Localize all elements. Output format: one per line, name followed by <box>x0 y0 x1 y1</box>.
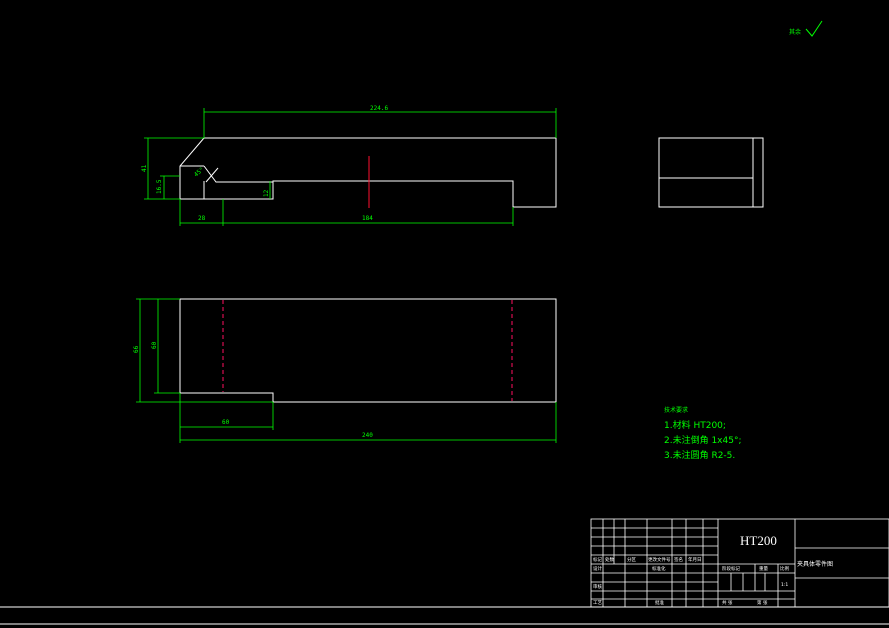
surface-roughness-note: 其余 <box>789 20 823 37</box>
tb-approve-label: 批准 <box>655 599 664 606</box>
tb-process-label: 工艺 <box>593 600 602 606</box>
dim-plan-step-len-label: 60 <box>222 419 230 426</box>
tech-req-item-3: 3.未注圆角 R2-5. <box>664 449 735 461</box>
tb-std-label: 标准化 <box>652 565 666 572</box>
roughness-label: 其余 <box>789 28 801 36</box>
tech-req-item-1: 1.材料 HT200; <box>664 419 726 431</box>
dim-plan-overall-len-label: 240 <box>362 432 373 439</box>
tb-row-label-change: 更改文件号 <box>648 556 671 563</box>
tb-row-label-mark: 标记 <box>593 556 602 563</box>
title-block-material: HT200 <box>740 533 777 548</box>
dim-top-right-len-label: 184 <box>362 215 373 222</box>
tb-sheet-number: 第 张 <box>757 599 768 606</box>
tb-row-label-sign: 签名 <box>674 556 683 563</box>
dim-plan-heights <box>136 298 273 403</box>
dim-top-height <box>144 137 204 200</box>
tb-sheet-total: 共 张 <box>722 599 733 606</box>
tech-req-item-2: 2.未注倒角 1x45°; <box>664 434 742 446</box>
dim-top-overall-label: 224.6 <box>370 105 388 112</box>
dim-top-bottom-chain <box>179 199 514 226</box>
tb-row-label-count: 处数 <box>605 556 614 563</box>
roughness-symbol-icon <box>805 20 823 37</box>
tb-stage-label: 阶段标记 <box>722 565 740 572</box>
dim-top-small-height <box>160 175 180 199</box>
tech-req-heading: 技术要求 <box>664 406 688 414</box>
tb-check-label: 审核 <box>593 583 602 590</box>
dim-top-overall <box>203 108 557 138</box>
dim-plan-lengths <box>179 393 557 443</box>
side-view <box>658 137 764 208</box>
dim-top-height-label: 41 <box>141 164 148 172</box>
plan-view: 66 60 60 240 <box>133 298 557 443</box>
front-view: 224.6 41 16.5 12 45° 28 184 <box>141 105 557 226</box>
dim-chamfer-label: 45° <box>193 166 206 178</box>
dim-top-small-height-label: 16.5 <box>156 179 163 194</box>
tb-weight-label: 重量 <box>759 565 768 572</box>
front-view-outline <box>179 137 557 208</box>
tb-designer-label: 设计 <box>593 565 602 572</box>
dim-plan-inner-height-label: 60 <box>151 341 158 349</box>
tb-row-label-date: 年月日 <box>688 556 702 563</box>
tb-scale-value: 1:1 <box>781 582 788 588</box>
title-block-drawing-title: 夹具体零件图 <box>797 560 833 568</box>
plan-view-outline <box>179 298 557 403</box>
tb-scale-label: 比例 <box>780 565 789 572</box>
dim-top-left-len-label: 28 <box>198 215 206 222</box>
technical-requirements: 技术要求 1.材料 HT200; 2.未注倒角 1x45°; 3.未注圆角 R2… <box>664 406 742 461</box>
tb-row-label-zone: 分区 <box>627 556 636 563</box>
dim-top-step-height-label: 12 <box>263 189 270 197</box>
title-block <box>590 518 889 608</box>
drawing-frame <box>0 606 889 625</box>
title-block-text: HT200 夹具体零件图 标记 处数 分区 更改文件号 签名 年月日 设计 标准… <box>593 533 833 606</box>
dim-plan-outer-height-label: 66 <box>133 345 140 353</box>
